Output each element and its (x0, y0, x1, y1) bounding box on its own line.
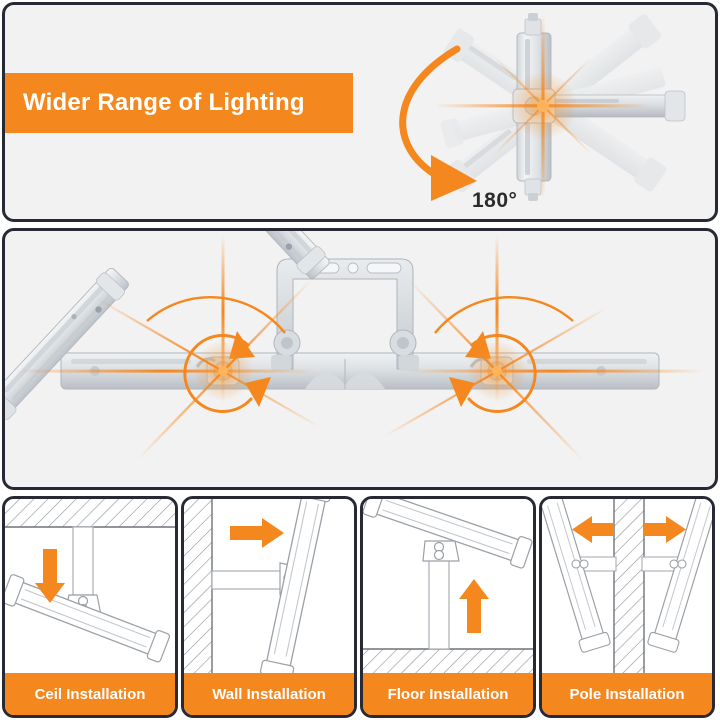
rotation-160-illustration (5, 231, 715, 487)
wall-installation-text: Wall Installation (212, 685, 326, 703)
arrow-right-icon (230, 518, 284, 548)
floor-installation-text: Floor Installation (387, 685, 509, 703)
floor-installation-label: Floor Installation (363, 673, 533, 715)
arrow-left-icon (572, 516, 614, 543)
pole-installation-text: Pole Installation (569, 685, 685, 703)
light-flare (435, 15, 651, 199)
arrow-down-icon (35, 549, 65, 603)
mounting-bracket (271, 258, 419, 371)
pole-installation-diagram (542, 499, 712, 679)
panel-pole-installation[interactable]: Pole Installation (539, 496, 715, 718)
right-lamp-assembly (382, 235, 705, 462)
wall-installation-diagram (184, 499, 354, 679)
rotation-arrow-head (431, 155, 477, 201)
pole-installation-label: Pole Installation (542, 673, 712, 715)
left-lamp-assembly (5, 231, 334, 460)
wall-installation-label: Wall Installation (184, 673, 354, 715)
rotation-180-illustration (365, 5, 715, 219)
page-title: Wider Range of Lighting (23, 89, 305, 116)
panel-ceil-installation[interactable]: Ceil Installation (2, 496, 178, 718)
panel-floor-installation[interactable]: Floor Installation (360, 496, 536, 718)
ceil-installation-diagram (5, 499, 175, 673)
ceil-installation-label: Ceil Installation (5, 673, 175, 715)
bracket-knob-right (389, 329, 419, 371)
left-light-rays (15, 235, 321, 460)
title-banner: Wider Range of Lighting (5, 73, 353, 133)
ceil-installation-text: Ceil Installation (34, 685, 146, 703)
panel-160-range: 160° 160° (2, 228, 718, 490)
floor-installation-diagram (363, 499, 533, 679)
rotation-arrow-180 (399, 45, 461, 181)
angle-label-180: 180° (472, 189, 518, 212)
panel-wall-installation[interactable]: Wall Installation (181, 496, 357, 718)
arrow-up-icon (459, 579, 489, 633)
arrow-right-icon (644, 516, 686, 543)
bracket-knob-left (271, 329, 301, 371)
right-light-rays (382, 235, 705, 462)
panel-wider-range: 180° Wider Range of Lighting (2, 2, 718, 222)
